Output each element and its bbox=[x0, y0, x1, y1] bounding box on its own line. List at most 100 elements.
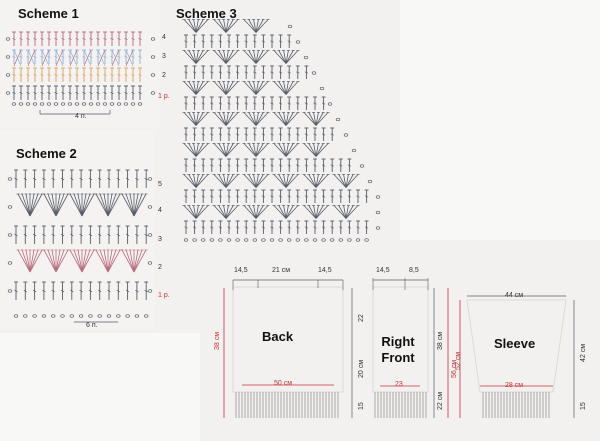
stitch-tick bbox=[138, 73, 142, 77]
stitch-tick bbox=[51, 177, 55, 181]
stitch-fan bbox=[345, 205, 349, 219]
stitch-chain bbox=[347, 238, 352, 242]
stitch-fan bbox=[218, 19, 227, 33]
sleeve-outline bbox=[466, 299, 567, 393]
stitch-fan bbox=[255, 112, 264, 126]
back-side-total: 38 см bbox=[214, 331, 221, 350]
stitch-chain bbox=[74, 102, 80, 106]
stitch-fan bbox=[51, 193, 57, 217]
stitch-fan bbox=[125, 249, 135, 273]
stitch-tick bbox=[79, 233, 83, 237]
stitch-fan bbox=[55, 193, 65, 217]
stitch-tick bbox=[47, 55, 51, 59]
stitch-fan bbox=[25, 193, 31, 217]
stitch-fan bbox=[285, 143, 299, 157]
stitch-tick bbox=[287, 133, 291, 136]
stitch-tick bbox=[270, 195, 274, 198]
stitch-tick bbox=[218, 40, 223, 43]
stitch-tick bbox=[304, 133, 309, 136]
stitch-fan bbox=[223, 174, 227, 188]
stitch-tick bbox=[26, 55, 30, 59]
scheme3-title: Scheme 3 bbox=[176, 6, 237, 21]
stitch-tick bbox=[210, 164, 214, 167]
stitch-tick bbox=[110, 73, 114, 77]
stitch-tick bbox=[261, 71, 266, 74]
stitch-tick bbox=[356, 226, 360, 229]
stitch-tick bbox=[103, 37, 107, 41]
stitch-tick bbox=[270, 226, 274, 229]
stitch-tick bbox=[201, 226, 205, 229]
stitch-tick bbox=[210, 133, 214, 136]
stitch-fan bbox=[248, 205, 257, 219]
stitch-chain bbox=[116, 102, 122, 106]
stitch-fan bbox=[283, 205, 287, 219]
stitch-fan bbox=[285, 205, 289, 219]
stitch-cross bbox=[83, 49, 92, 67]
stitch-fan bbox=[243, 143, 257, 157]
stitch-fan bbox=[43, 193, 57, 217]
stitch-tick bbox=[210, 71, 214, 74]
stitch-tick bbox=[89, 55, 93, 59]
stitch-fan bbox=[195, 19, 199, 33]
stitch-tick bbox=[79, 289, 83, 293]
stitch-fan bbox=[283, 50, 287, 64]
stitch-fan bbox=[193, 112, 197, 126]
stitch-tick bbox=[116, 233, 120, 237]
stitch-tick bbox=[117, 55, 121, 59]
stitch-fan bbox=[285, 174, 299, 188]
stitch-fan bbox=[315, 174, 319, 188]
stitch-tick bbox=[347, 195, 352, 198]
stitch-fan bbox=[225, 81, 239, 95]
stitch-tick bbox=[296, 226, 300, 229]
stitch-tick bbox=[201, 102, 205, 105]
stitch-fan bbox=[303, 143, 317, 157]
back-top-dim-mid: 21 см bbox=[272, 267, 291, 274]
stitch-fan bbox=[218, 112, 227, 126]
back-side-part-mid: 20 см bbox=[358, 359, 365, 378]
stitch-fan bbox=[225, 19, 229, 33]
stitch-turning-chain bbox=[311, 71, 317, 75]
stitch-fan bbox=[278, 143, 287, 157]
stitch-fan bbox=[55, 249, 69, 273]
stitch-tick bbox=[144, 233, 148, 237]
stitch-tick bbox=[339, 164, 343, 167]
stitch-fan bbox=[188, 81, 197, 95]
stitch-tick bbox=[278, 226, 283, 229]
stitch-fan bbox=[225, 19, 234, 33]
stitch-tick bbox=[192, 164, 197, 167]
stitch-tick bbox=[339, 195, 343, 198]
stitch-chain bbox=[269, 238, 275, 242]
stitch-chain bbox=[125, 314, 130, 318]
stitch-chain bbox=[51, 314, 56, 318]
stitch-tick bbox=[131, 73, 135, 77]
stitch-tick bbox=[184, 164, 188, 167]
stitch-fan bbox=[255, 205, 259, 219]
stitch-tick bbox=[244, 102, 248, 105]
stitch-turning-chain bbox=[327, 102, 333, 106]
stitch-tick bbox=[96, 37, 100, 41]
stitch-tick bbox=[210, 226, 214, 229]
stitch-chain bbox=[109, 102, 115, 106]
stitch-fan bbox=[225, 174, 239, 188]
front-width: 23 bbox=[395, 381, 403, 388]
stitch-tick bbox=[96, 91, 100, 95]
stitch-chain bbox=[106, 314, 112, 318]
stitch-chain bbox=[41, 314, 47, 318]
stitch-tick bbox=[244, 40, 248, 43]
stitch-chain bbox=[102, 102, 108, 106]
stitch-tick bbox=[26, 73, 30, 77]
stitch-tick bbox=[12, 37, 16, 41]
stitch-fan bbox=[273, 81, 287, 95]
stitch-fan bbox=[218, 205, 227, 219]
stitch-tick bbox=[278, 164, 283, 167]
stitch-tick bbox=[124, 73, 128, 77]
stitch-fan bbox=[343, 205, 347, 219]
stitch-fan bbox=[218, 50, 227, 64]
stitch-tick bbox=[88, 177, 93, 181]
stitch-fan bbox=[313, 143, 317, 157]
stitch-fan bbox=[129, 249, 135, 273]
stitch-tick bbox=[192, 102, 197, 105]
stitch-cross bbox=[27, 49, 36, 67]
stitch-tick bbox=[75, 73, 79, 77]
stitch-fan bbox=[255, 50, 264, 64]
